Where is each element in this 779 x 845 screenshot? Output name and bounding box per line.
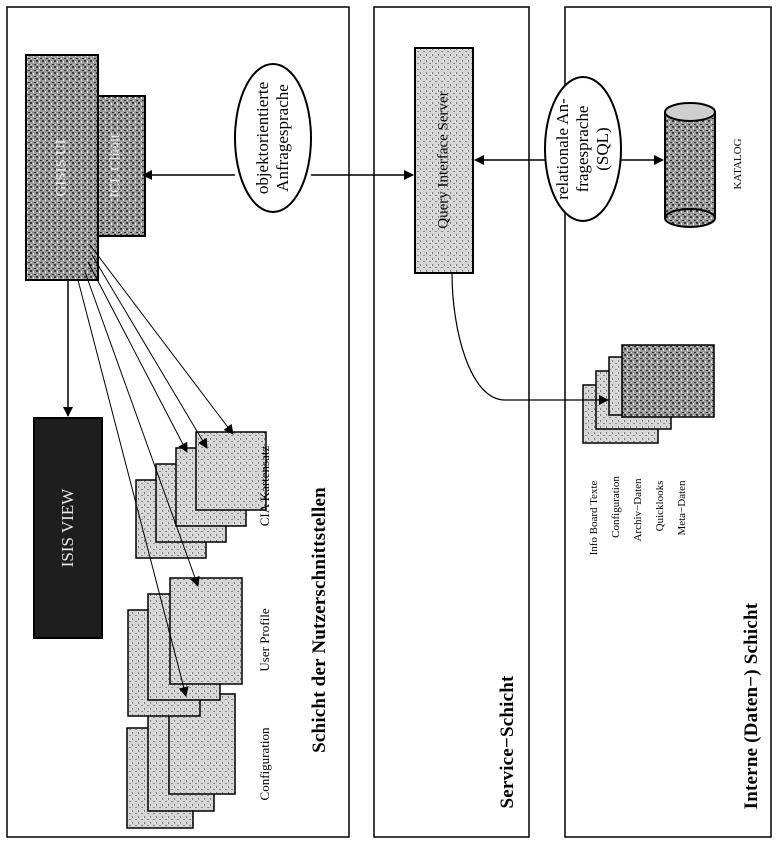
service-layer-title: Service−Schicht bbox=[497, 675, 518, 809]
doc-stack-configuration bbox=[126, 693, 236, 829]
query-server-box bbox=[414, 47, 474, 274]
user-layer-panel bbox=[6, 6, 350, 838]
oo-language-label: objektorientierte Anfragesprache bbox=[253, 81, 292, 195]
gisis-ui-label: GISIS UI bbox=[53, 139, 70, 197]
data-item-5: Meta−Daten bbox=[676, 480, 688, 536]
katalog-label: KATALOG bbox=[732, 138, 744, 190]
gisis-cia-arrow bbox=[87, 261, 188, 453]
data-item-1: Info Board Texte bbox=[588, 480, 600, 556]
service-layer-panel bbox=[373, 6, 530, 838]
data-item-3: Archiv−Daten bbox=[632, 478, 644, 542]
cia-stack-label: CIA Kartensatz bbox=[257, 445, 272, 527]
doc-stack-data bbox=[582, 344, 715, 444]
isis-view-label: ISIS VIEW bbox=[58, 488, 77, 568]
gisis-ui-box bbox=[25, 54, 99, 281]
katalog-cylinder bbox=[664, 102, 716, 228]
doc-stack-cia bbox=[135, 431, 267, 559]
sql-language-ellipse bbox=[544, 76, 622, 222]
gisis-config-arrow bbox=[77, 279, 189, 697]
configuration-stack-label: Configuration bbox=[257, 727, 272, 801]
query-server-label: Query Interface Server bbox=[435, 91, 452, 229]
doc-stack-user-profile bbox=[127, 577, 243, 717]
data-layer-title: Interne (Daten−) Schicht bbox=[741, 602, 762, 810]
server-data-arrow bbox=[451, 272, 609, 405]
data-item-2: Configuration bbox=[610, 476, 622, 538]
user-layer-title: Schicht der Nutzerschnittstellen bbox=[309, 487, 330, 753]
sql-language-label: relationale An- fragesprache (SQL) bbox=[553, 98, 612, 200]
data-layer-panel bbox=[564, 6, 772, 838]
gisis-userprofile-arrow bbox=[84, 271, 200, 587]
data-item-4: Quicklooks bbox=[654, 480, 666, 532]
gisis-cia-arrow-2 bbox=[91, 254, 208, 449]
oo-language-ellipse bbox=[234, 63, 312, 213]
user-profile-stack-label: User Profile bbox=[257, 608, 272, 672]
isis-view-box bbox=[33, 417, 103, 639]
icl-client-label: ICL Client bbox=[107, 133, 124, 199]
gisis-cia-arrow-3 bbox=[89, 244, 234, 435]
